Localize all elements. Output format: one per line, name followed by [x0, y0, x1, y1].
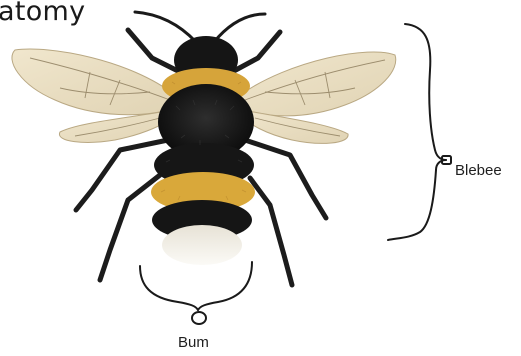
bee-tail [162, 225, 242, 265]
right-wings [240, 52, 396, 143]
blebee-bracket [388, 24, 451, 240]
label-bum: Bum [178, 334, 209, 351]
left-wings [12, 49, 175, 142]
bum-bracket [140, 262, 252, 324]
label-blebee: Blebee [455, 162, 502, 179]
